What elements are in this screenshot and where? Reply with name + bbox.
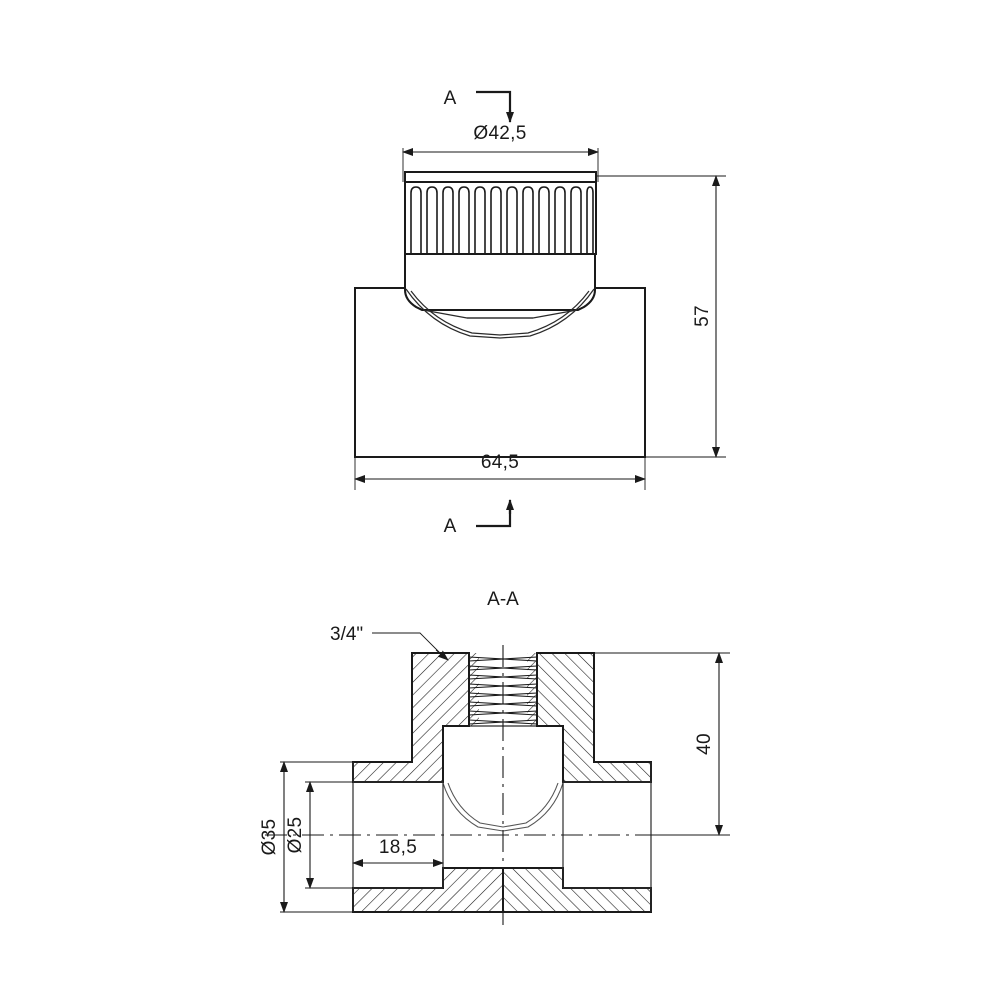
dimension-body-length: 64,5: [354, 452, 646, 490]
section-letter-a-top: A: [444, 88, 457, 109]
section-a-a-view: A-A 3/4": [259, 589, 730, 925]
knurled-cap: [404, 171, 597, 311]
dimension-branch-height: 40: [594, 652, 730, 836]
dim-label-body-length: 64,5: [481, 452, 519, 473]
section-arrow-top-path: [476, 90, 512, 118]
saddle-curve-inner: [410, 290, 590, 336]
material-left-branch-wall: [352, 652, 470, 783]
dim-label-overall-height: 57: [692, 305, 713, 327]
saddle-upper-edge: [422, 309, 578, 319]
section-letter-a-bottom: A: [444, 516, 457, 537]
cap-knurl-ribs: [410, 186, 594, 254]
section-marker-a-top: A: [444, 88, 514, 123]
material-right-branch-wall: [536, 652, 652, 783]
saddle-curve-section-2: [447, 782, 559, 828]
dim-label-outer-diameter: Ø35: [259, 819, 280, 856]
body-outline: [354, 287, 646, 458]
dimension-bore-diameter: Ø25: [285, 781, 353, 889]
tee-body-front: [354, 287, 646, 458]
dimension-outer-diameter: Ø35: [259, 761, 353, 913]
dim-label-cap-diameter: Ø42,5: [473, 123, 526, 144]
dimension-overall-height: 57: [597, 175, 726, 458]
section-view-title: A-A: [487, 589, 519, 610]
thread-right-band: [527, 653, 537, 726]
section-cavity-outlines: [352, 725, 652, 912]
dimension-cap-diameter: Ø42,5: [402, 123, 599, 182]
dim-label-socket-depth: 18,5: [379, 837, 417, 858]
thread-left-band: [469, 653, 479, 726]
dimension-socket-depth: 18,5: [352, 837, 444, 867]
dim-label-branch-height: 40: [694, 733, 715, 755]
cap-top-plate: [404, 171, 597, 183]
section-arrow-bottom-path: [476, 505, 512, 528]
material-right-bottom-wall: [502, 867, 652, 913]
callout-label-thread-size: 3/4": [330, 624, 363, 645]
cap-skirt: [404, 253, 596, 311]
front-elevation-view: A Ø42,5: [354, 88, 726, 537]
section-marker-a-bottom: A: [444, 499, 514, 537]
callout-leader-line: [372, 632, 443, 656]
material-left-bottom-wall: [352, 867, 504, 913]
dim-label-bore-diameter: Ø25: [285, 817, 306, 854]
